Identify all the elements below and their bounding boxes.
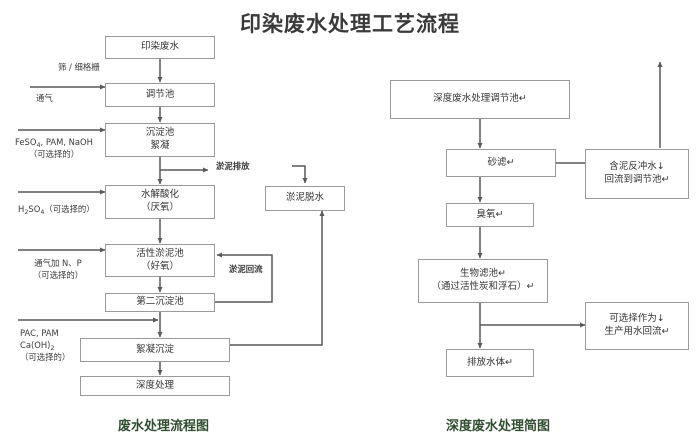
- annotation-pac-pam-caoh2: PAC, PAM Ca(OH)2 （可选择的）: [20, 327, 70, 364]
- annotation-line1: 通气加 N、P: [34, 258, 82, 268]
- node-second-sedimentation-tank[interactable]: 第二沉淀池: [105, 293, 215, 312]
- annotation-aeration-n-p: 通气加 N、P （可选择的）: [10, 257, 106, 281]
- caption-right-chart: 深度废水处理简图: [446, 419, 551, 434]
- annotation-screen-fine-grate: 筛 / 细格栅: [58, 61, 100, 73]
- node-activated-sludge-tank[interactable]: 活性淤泥池 （好氧）: [105, 244, 215, 277]
- node-label: 印染废水: [140, 41, 179, 53]
- node-biological-filter[interactable]: 生物滤池↵ （通过活性炭和浮石）↵: [418, 259, 548, 303]
- node-label: 深度处理: [135, 379, 174, 391]
- edge-sludge-return-loop: [213, 252, 273, 303]
- node-label-line2: （好氧）: [140, 260, 179, 272]
- node-label: 砂滤↵: [487, 156, 515, 168]
- annotation-text: 淤泥回流: [229, 264, 263, 274]
- node-hydrolysis-acidification[interactable]: 水解酸化 （厌氧）: [105, 185, 215, 219]
- node-discharge-water-body[interactable]: 排放水体↵: [446, 349, 534, 377]
- node-label-line2: （厌氧）: [140, 202, 179, 213]
- node-sand-filter[interactable]: 砂滤↵: [446, 149, 556, 177]
- node-label: 絮凝沉淀: [135, 343, 174, 355]
- annotation-sludge-return: 淤泥回流: [229, 263, 263, 275]
- node-dyeing-wastewater[interactable]: 印染废水: [105, 36, 215, 59]
- node-advanced-regulation-tank[interactable]: 深度废水处理调节池↵: [390, 80, 570, 119]
- node-label-line2: 回流到调节池↵: [604, 174, 670, 185]
- node-label: 臭氧↵: [476, 208, 504, 220]
- annotation-feso4-pam-naoh: FeSO4, PAM, NaOH （可选择的）: [6, 136, 102, 160]
- node-sludge-dewatering[interactable]: 淤泥脱水: [265, 186, 345, 211]
- node-advanced-treatment[interactable]: 深度处理: [80, 376, 230, 396]
- annotation-aeration: 通气: [36, 92, 53, 104]
- annotation-sludge-discharge: 淤泥排放: [216, 160, 250, 172]
- node-mud-backwash-return[interactable]: 含泥反冲水↓ 回流到调节池↵: [585, 149, 689, 199]
- annotation-line1: H2SO4（可选择的）: [18, 204, 95, 216]
- node-label-line1: 沉淀池: [145, 127, 175, 139]
- annotation-h2so4-optional: H2SO4（可选择的）: [18, 203, 95, 216]
- annotation-line3: （可选择的）: [20, 352, 71, 363]
- annotation-line2: （可选择的）: [32, 270, 84, 281]
- annotation-text: 通气: [36, 93, 53, 103]
- node-label-line1: 活性淤泥池: [136, 247, 184, 259]
- node-label-line1: 可选择作为↓: [609, 313, 665, 325]
- node-label-line1: 水解酸化: [140, 189, 179, 201]
- edge-flocculation-to-sludge-dewatering: [229, 210, 325, 346]
- node-optional-reuse[interactable]: 可选择作为↓ 生产用水回流↵: [585, 302, 689, 350]
- annotation-text: 筛 / 细格栅: [58, 62, 100, 72]
- node-label: 排放水体↵: [467, 356, 513, 368]
- node-label-line2: 生产用水回流↵: [604, 326, 670, 337]
- node-label: 淤泥脱水: [285, 192, 324, 204]
- annotation-line2: Ca(OH)2: [20, 340, 55, 353]
- annotation-text: 淤泥排放: [216, 161, 250, 171]
- node-regulation-tank[interactable]: 调节池: [105, 83, 215, 107]
- annotation-line1: PAC, PAM: [20, 328, 59, 338]
- page-title: 印染废水处理工艺流程: [240, 12, 460, 36]
- node-label-line2: （通过活性炭和浮石）↵: [431, 281, 535, 292]
- node-label-line1: 生物滤池↵: [460, 268, 506, 280]
- annotation-line1: FeSO4, PAM, NaOH: [15, 137, 93, 149]
- node-flocculation-precipitation[interactable]: 絮凝沉淀: [80, 338, 230, 362]
- node-label: 第二沉淀池: [136, 296, 184, 308]
- node-label: 深度废水处理调节池↵: [433, 93, 527, 105]
- node-label: 调节池: [145, 88, 175, 100]
- node-label-line2: 絮凝: [150, 140, 170, 151]
- edge-sludge-discharge-elbow: [292, 165, 308, 184]
- node-sedimentation-flocculation[interactable]: 沉淀池 絮凝: [105, 123, 215, 157]
- node-label-line1: 含泥反冲水↓: [609, 161, 665, 173]
- node-ozone[interactable]: 臭氧↵: [446, 203, 534, 227]
- annotation-line2: （可选择的）: [28, 149, 80, 160]
- caption-left-chart: 废水处理流程图: [118, 419, 210, 434]
